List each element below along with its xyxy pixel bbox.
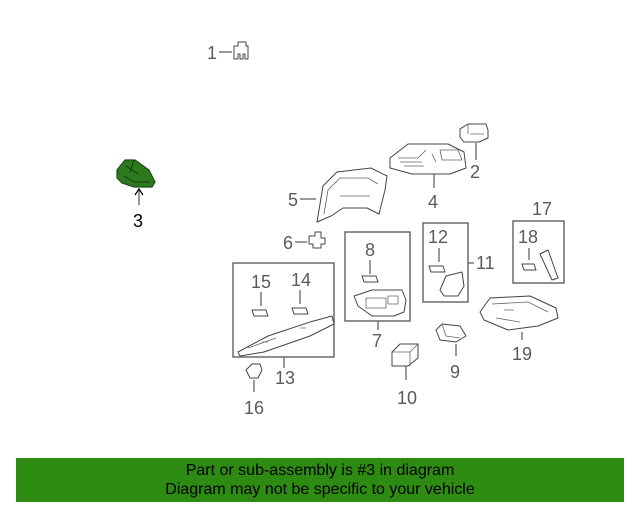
part-5[interactable]: 5 [288, 167, 388, 223]
part-6[interactable]: 6 [283, 231, 326, 253]
part-1[interactable]: 1 [207, 41, 249, 63]
callout-7: 7 [372, 331, 382, 351]
callout-13: 13 [275, 368, 295, 388]
callout-8: 8 [365, 240, 375, 260]
callout-18: 18 [518, 227, 538, 247]
callout-5: 5 [288, 190, 298, 210]
group-13[interactable]: 15 14 13 [232, 262, 335, 388]
callout-2: 2 [470, 162, 480, 182]
callout-15: 15 [251, 272, 271, 292]
callout-6: 6 [283, 233, 293, 253]
callout-1: 1 [207, 43, 217, 63]
part-4[interactable]: 4 [389, 143, 467, 212]
callout-16: 16 [244, 398, 264, 418]
callout-3: 3 [133, 211, 143, 231]
part-2[interactable]: 2 [459, 123, 489, 182]
part-3-highlighted[interactable]: 3 [116, 159, 156, 231]
group-11[interactable]: 12 11 [422, 222, 495, 303]
callout-12: 12 [428, 227, 448, 247]
group-17[interactable]: 17 18 [512, 199, 565, 284]
callout-9: 9 [450, 362, 460, 382]
banner-line-2: Diagram may not be specific to your vehi… [165, 481, 475, 498]
part-3-shape [116, 159, 156, 188]
group-7[interactable]: 8 7 [344, 231, 411, 351]
part-16[interactable]: 16 [244, 363, 264, 418]
callout-17: 17 [532, 199, 552, 219]
info-banner: Part or sub-assembly is #3 in diagram Di… [16, 458, 624, 502]
part-9[interactable]: 9 [435, 323, 467, 382]
callout-11: 11 [476, 253, 495, 273]
part-10[interactable]: 10 [391, 343, 419, 408]
callout-19: 19 [512, 344, 532, 364]
parts-diagram: 1 2 3 4 5 6 8 [116, 41, 565, 418]
part-19[interactable]: 19 [479, 295, 559, 364]
callout-4: 4 [428, 192, 438, 212]
callout-14: 14 [291, 270, 311, 290]
banner-line-1: Part or sub-assembly is #3 in diagram [185, 462, 455, 479]
callout-10: 10 [397, 388, 417, 408]
